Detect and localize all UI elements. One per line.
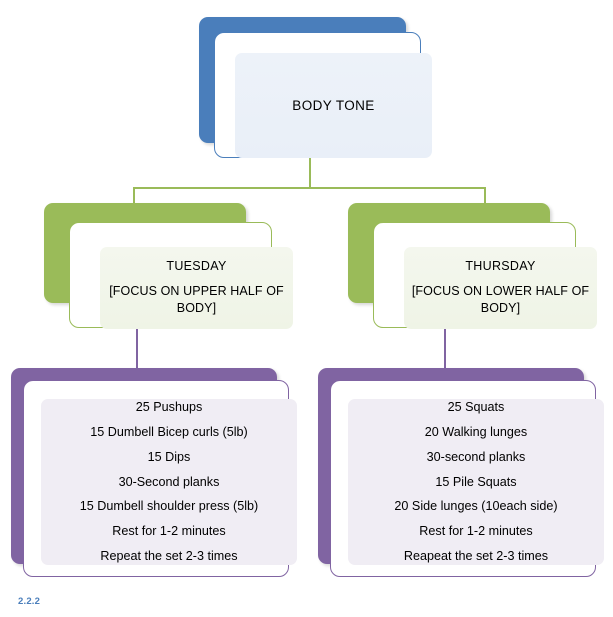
upper-body-exercise-list: 25 Pushups 15 Dumbell Bicep curls (5lb) 15… xyxy=(80,395,259,569)
connector-branch-right xyxy=(484,187,486,206)
exercise-item: 15 Dumbell Bicep curls (5lb) xyxy=(90,425,248,440)
node-tuesday-panel: TUESDAY [FOCUS ON UPPER HALF OF BODY] xyxy=(100,247,293,329)
exercise-item: 30-Second planks xyxy=(118,474,220,489)
node-thursday-day-label: THURSDAY xyxy=(465,258,536,273)
exercise-item: Rest for 1-2 minutes xyxy=(419,524,533,539)
exercise-item: 30-second planks xyxy=(426,449,526,464)
node-thursday-panel: THURSDAY [FOCUS ON LOWER HALF OF BODY] xyxy=(404,247,597,329)
node-tuesday-text: TUESDAY [FOCUS ON UPPER HALF OF BODY] xyxy=(100,258,293,318)
connector-thursday-to-workout xyxy=(444,328,446,372)
exercise-item: 25 Squats xyxy=(447,400,505,415)
connector-tuesday-to-workout xyxy=(136,328,138,372)
node-upper-body-workout-frame: 25 Pushups 15 Dumbell Bicep curls (5lb) 15… xyxy=(23,380,297,577)
lower-body-exercise-list: 25 Squats 20 Walking lunges 30-second plan… xyxy=(394,395,557,569)
node-tuesday[interactable]: TUESDAY [FOCUS ON UPPER HALF OF BODY] xyxy=(44,203,293,329)
node-upper-body-workout[interactable]: 25 Pushups 15 Dumbell Bicep curls (5lb) 15… xyxy=(11,368,297,577)
connector-root-stem xyxy=(309,156,311,189)
connector-horizontal-bar xyxy=(133,187,486,189)
node-upper-body-workout-panel: 25 Pushups 15 Dumbell Bicep curls (5lb) 15… xyxy=(41,399,297,565)
node-body-tone-frame: BODY TONE xyxy=(214,32,432,158)
node-body-tone[interactable]: BODY TONE xyxy=(199,17,432,158)
node-thursday-focus-label: [FOCUS ON LOWER HALF OF BODY] xyxy=(411,283,590,316)
node-tuesday-day-label: TUESDAY xyxy=(166,258,227,273)
node-tuesday-focus-label: [FOCUS ON UPPER HALF OF BODY] xyxy=(109,283,284,316)
exercise-item: 20 Walking lunges xyxy=(424,425,528,440)
node-body-tone-title: BODY TONE xyxy=(292,98,375,113)
exercise-item: Reapeat the set 2-3 times xyxy=(403,549,549,563)
node-thursday[interactable]: THURSDAY [FOCUS ON LOWER HALF OF BODY] xyxy=(348,203,597,329)
node-thursday-text: THURSDAY [FOCUS ON LOWER HALF OF BODY] xyxy=(404,258,597,318)
exercise-item: Repeat the set 2-3 times xyxy=(100,549,238,563)
exercise-item: 25 Pushups xyxy=(135,400,203,415)
exercise-item: 15 Dips xyxy=(147,449,191,464)
exercise-item: 15 Dumbell shoulder press (5lb) xyxy=(79,499,259,514)
node-tuesday-frame: TUESDAY [FOCUS ON UPPER HALF OF BODY] xyxy=(69,222,293,329)
node-lower-body-workout-panel: 25 Squats 20 Walking lunges 30-second plan… xyxy=(348,399,604,565)
connector-branch-left xyxy=(133,187,135,206)
exercise-item: Rest for 1-2 minutes xyxy=(112,524,226,539)
node-lower-body-workout[interactable]: 25 Squats 20 Walking lunges 30-second plan… xyxy=(318,368,604,577)
figure-caption: 2.2.2 xyxy=(18,596,41,607)
exercise-item: 20 Side lunges (10each side) xyxy=(394,499,558,514)
exercise-item: 15 Pile Squats xyxy=(435,474,517,489)
node-body-tone-panel: BODY TONE xyxy=(235,53,432,158)
node-thursday-frame: THURSDAY [FOCUS ON LOWER HALF OF BODY] xyxy=(373,222,597,329)
node-lower-body-workout-frame: 25 Squats 20 Walking lunges 30-second plan… xyxy=(330,380,604,577)
